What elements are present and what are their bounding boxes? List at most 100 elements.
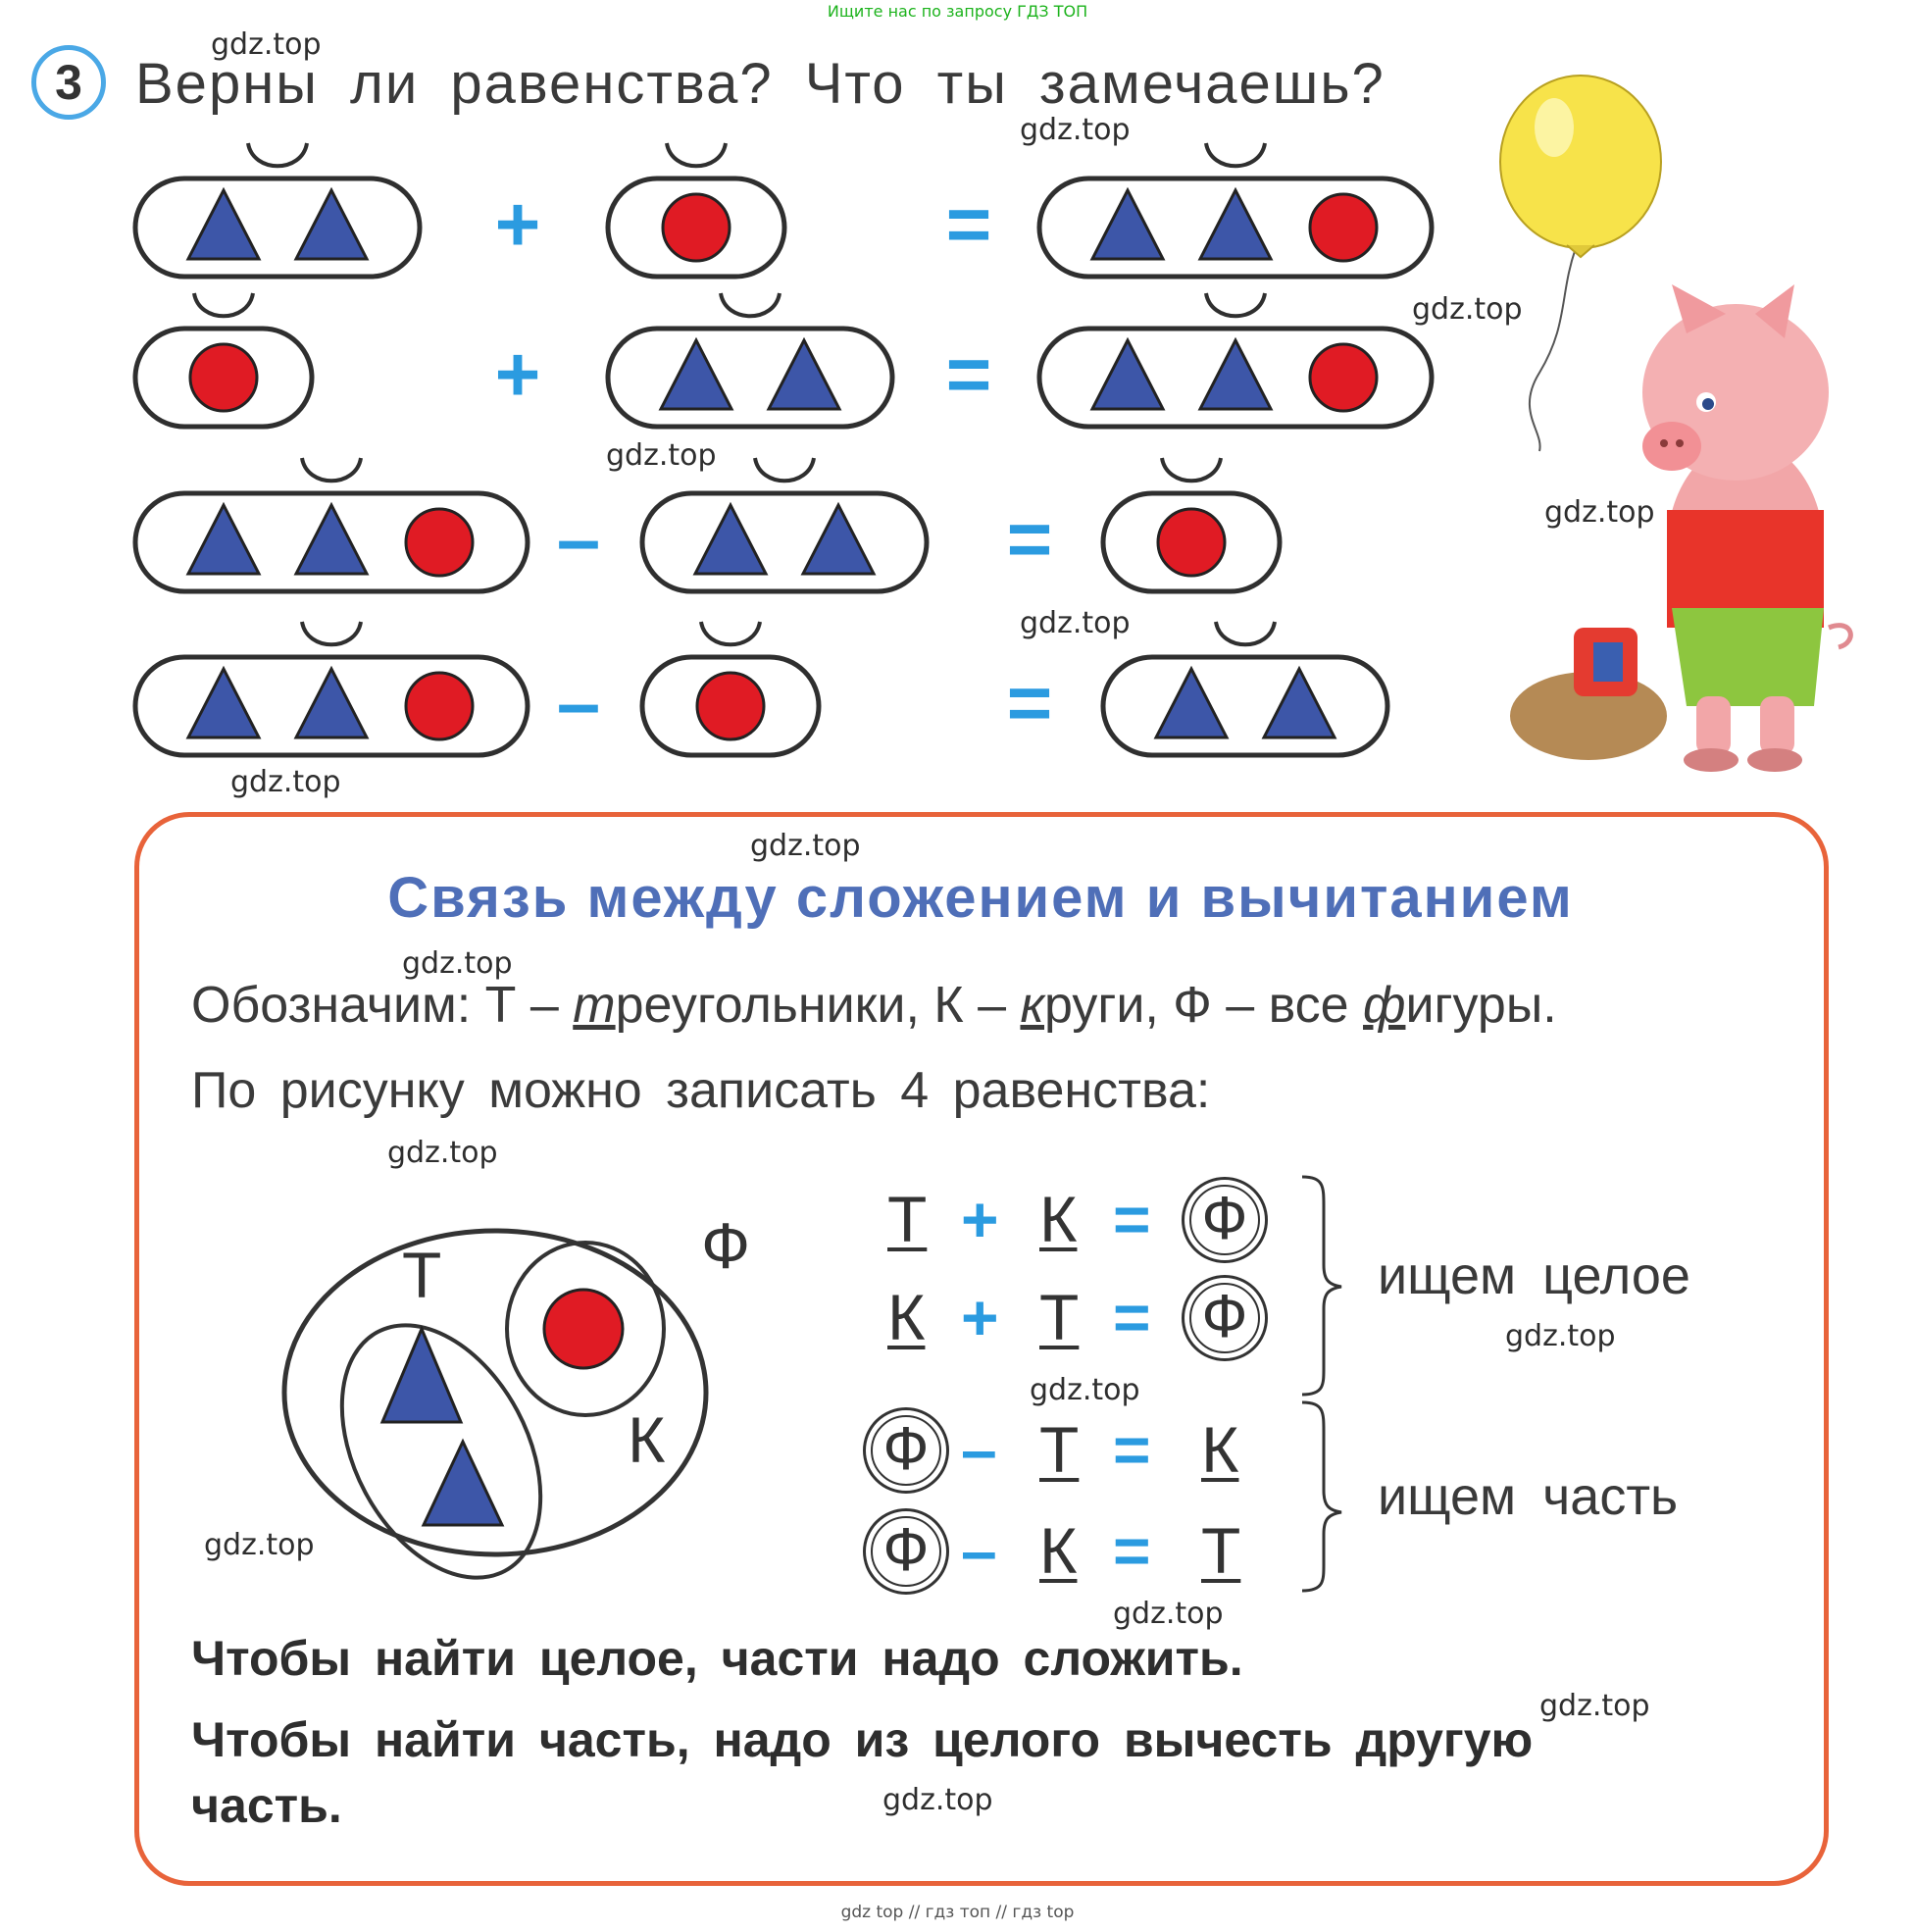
equation-capsule [639,490,930,594]
circle-shape [188,342,259,413]
equation-capsule [1036,176,1435,280]
triangle-shape [800,501,877,576]
piglet-icon [1510,284,1853,772]
watermark: gdz.top [1020,606,1131,640]
triangle-shape [185,501,262,576]
triangles-set-ellipse [339,1323,543,1580]
formula-term: Т [1201,1514,1241,1587]
circle-shape [404,507,475,578]
brace-part [1301,1400,1342,1593]
formula-operator: + [961,1183,999,1255]
formula-term: Т [1039,1413,1080,1486]
circle-shape [404,671,475,741]
capsule-hook [1204,142,1267,169]
t-rest: реугольники, К – [615,977,1021,1034]
capsule-hook [192,292,255,319]
triangle-shape [1089,186,1166,261]
task-question: Верны ли равенства? Что ты замечаешь? [135,52,1386,116]
formula-operator: – [961,1413,997,1486]
triangle-shape [692,501,769,576]
f-initial: ф [1363,977,1406,1034]
circle-shape [542,1288,625,1370]
watermark: gdz.top [230,765,341,799]
formula-term: К [887,1281,926,1353]
formula-term: К [1039,1514,1078,1587]
formula-whole-circled: Ф [863,1407,949,1494]
watermark: gdz.top [387,1136,498,1170]
formula-operator: – [961,1514,997,1587]
watermark: gdz.top [882,1783,993,1817]
equation-capsule [1100,654,1390,758]
watermark: gdz.top [204,1528,315,1562]
formula-term: К [1201,1413,1239,1486]
formula-whole-circled: Ф [1182,1177,1268,1263]
k-rest: руги, Ф – все [1044,977,1364,1034]
equation-capsule [639,654,822,758]
denote-prefix: Обозначим: Т – [191,977,574,1034]
equations-illustration: + = + = – = – = [132,75,1853,772]
equation-capsule [1100,490,1283,594]
formula-operator: + [961,1281,999,1353]
triangle-shape [1261,665,1337,739]
capsule-hook [300,621,363,647]
label-triangles-set: Т [402,1239,442,1311]
formula-equals: = [1113,1514,1151,1587]
equation-operator: + [495,180,541,268]
formula-equals: = [1113,1183,1151,1255]
triangle-shape [1197,186,1274,261]
triangle-shape [421,1438,505,1527]
triangle-shape [766,336,842,411]
capsule-hook [246,142,309,169]
triangle-shape [1197,336,1274,411]
balloon-icon [1499,75,1662,452]
rule-part-line2: часть. [191,1778,342,1833]
formula-equals: = [1113,1413,1151,1486]
capsule-hook [300,457,363,483]
circle-shape [1156,507,1227,578]
capsule-hook [753,457,816,483]
equation-operator: + [495,330,541,418]
capsule-hook [1214,621,1277,647]
formula-whole-circled: Ф [1182,1275,1268,1361]
circle-shape [695,671,766,741]
triangle-shape [293,501,370,576]
watermark: gdz.top [1020,113,1131,147]
formula-whole-circled: Ф [863,1508,949,1595]
equation-capsule [132,490,530,594]
watermark: gdz.top [750,829,861,863]
equation-equals: = [946,330,992,418]
circle-shape [1308,342,1379,413]
watermark: gdz.top [1505,1319,1616,1353]
rule-whole: Чтобы найти целое, части надо сложить. [191,1631,1243,1686]
circle-shape [1308,192,1379,263]
equation-equals: = [1007,659,1053,746]
triangle-shape [1153,665,1230,739]
triangle-shape [1089,336,1166,411]
equation-capsule [132,176,423,280]
watermark: gdz.top [1113,1597,1224,1631]
equation-capsule [132,326,315,430]
sets-diagram [281,1228,709,1580]
rule-frame [134,812,1829,1886]
rule-part-line1: Чтобы найти часть, надо из целого вычест… [191,1712,1534,1767]
f-rest: игуры. [1405,977,1557,1034]
watermark: gdz.top [1544,495,1655,530]
label-circles-set: К [628,1403,666,1476]
braces [1301,1175,1342,1593]
header-note: Ищите нас по запросу ГДЗ ТОП [827,2,1088,21]
k-initial: к [1020,977,1045,1034]
group-whole-label: ищем целое [1378,1246,1690,1305]
capsule-hook [1160,457,1223,483]
equalities-intro: По рисунку можно записать 4 равенства: [191,1062,1211,1119]
watermark: gdz.top [211,27,322,62]
triangle-shape [185,665,262,739]
whole-set-ellipse [281,1228,709,1557]
equation-equals: = [1007,495,1053,583]
triangle-shape [293,665,370,739]
equation-operator: – [557,659,601,746]
formula-equals: = [1113,1281,1151,1353]
equation-equals: = [946,180,992,268]
triangle-shape [658,336,734,411]
t-initial: т [573,977,616,1034]
equation-operator: – [557,495,601,583]
